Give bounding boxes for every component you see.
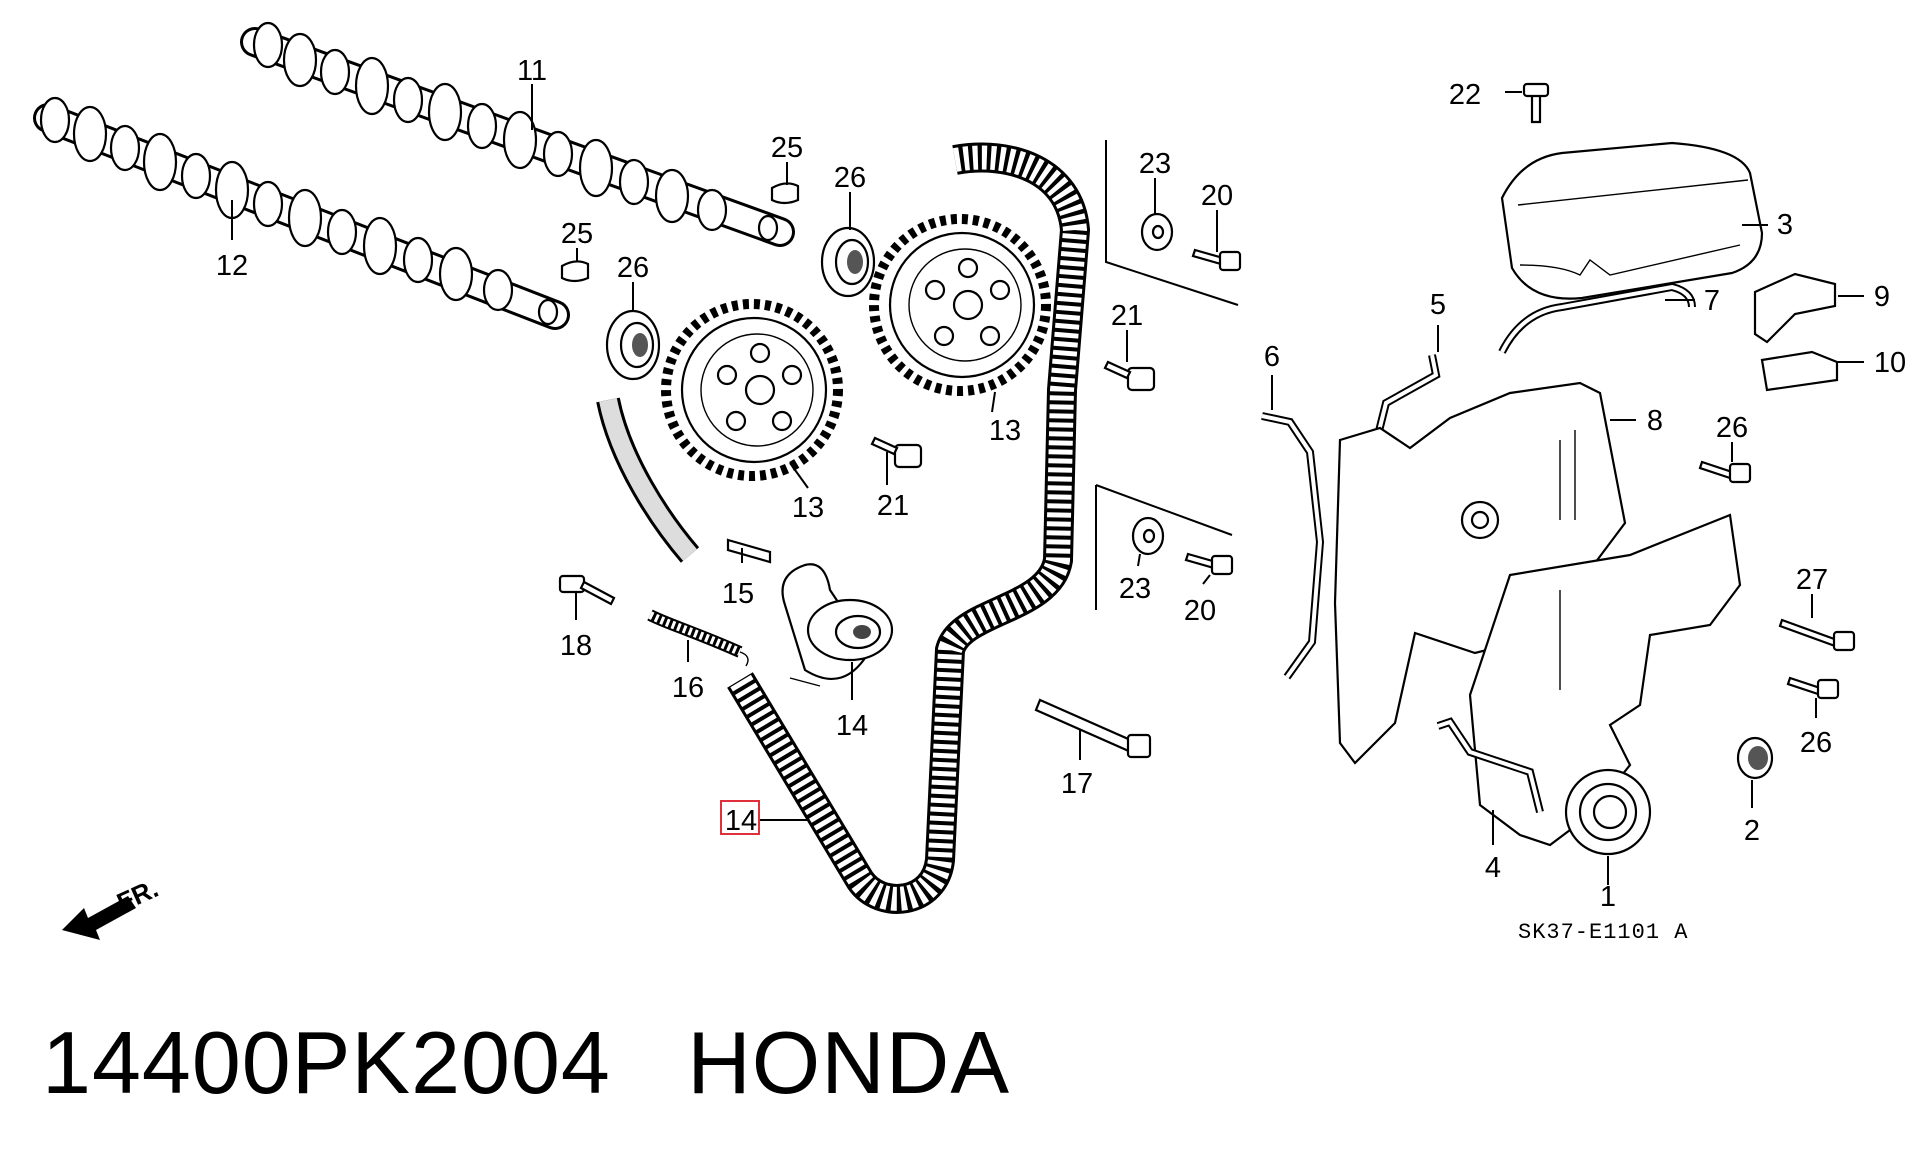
brand-name: HONDA <box>687 1013 1011 1112</box>
oil-seal-25-upper[interactable] <box>820 226 876 298</box>
upper-cover-3[interactable] <box>1500 141 1764 300</box>
callout-2[interactable]: 2 <box>1744 815 1760 847</box>
oil-seal-25-lower[interactable] <box>605 309 661 381</box>
woodruff-key-24-upper[interactable] <box>770 182 800 205</box>
seal-6[interactable] <box>1261 412 1325 680</box>
callout-6[interactable]: 6 <box>1264 341 1280 373</box>
callout-19[interactable]: 18 <box>560 630 592 662</box>
callout-27[interactable]: 27 <box>1796 564 1828 596</box>
callout-21-upper[interactable]: 21 <box>1111 300 1143 332</box>
seal-7[interactable] <box>1498 282 1696 354</box>
callout-26-lower[interactable]: 26 <box>1800 727 1832 759</box>
seal-4[interactable] <box>1436 717 1544 813</box>
bolt-21-upper[interactable] <box>1103 360 1156 392</box>
callout-4[interactable]: 4 <box>1485 852 1501 884</box>
bolt-21-lower[interactable] <box>870 436 923 469</box>
callout-24-upper[interactable]: 25 <box>771 132 803 164</box>
bolt-22[interactable] <box>1522 82 1550 124</box>
callout-1[interactable]: 1 <box>1600 881 1616 913</box>
callout-25-lower[interactable]: 26 <box>617 252 649 284</box>
grommet-2[interactable] <box>1736 736 1774 780</box>
bolt-26-lower[interactable] <box>1786 676 1840 700</box>
callout-labels: 11 12 25 25 26 26 23 20 21 13 13 21 15 1… <box>216 55 1906 945</box>
callout-13-upper[interactable]: 13 <box>989 415 1021 447</box>
camshaft-lower[interactable] <box>33 96 570 330</box>
callout-23-upper[interactable]: 23 <box>1139 148 1171 180</box>
bracket-lines <box>1095 140 1239 610</box>
callout-15[interactable]: 14 <box>836 710 868 742</box>
callout-10[interactable]: 10 <box>1874 347 1906 379</box>
timing-belt-14[interactable] <box>596 142 1091 914</box>
cam-pulley-13-lower[interactable] <box>661 299 843 481</box>
callout-5[interactable]: 5 <box>1430 289 1446 321</box>
callout-24-lower[interactable]: 25 <box>561 218 593 250</box>
callout-25-upper[interactable]: 26 <box>834 162 866 194</box>
callout-23-lower[interactable]: 23 <box>1119 573 1151 605</box>
bolt-18[interactable] <box>1034 698 1152 759</box>
callout-9[interactable]: 9 <box>1874 281 1890 313</box>
callout-17[interactable]: 16 <box>672 672 704 704</box>
bracket-10[interactable] <box>1760 350 1839 392</box>
diagram-code: SK37-E1101 A <box>1518 920 1688 945</box>
callout-14[interactable]: 14 <box>725 805 757 837</box>
highlight-box-part-14 <box>720 800 760 835</box>
callout-7[interactable]: 7 <box>1704 285 1720 317</box>
stud-16[interactable] <box>726 538 772 564</box>
bracket-9[interactable] <box>1753 272 1837 344</box>
front-direction-arrow: FR. <box>62 873 163 940</box>
callout-12[interactable]: 12 <box>216 250 248 282</box>
callout-20-lower[interactable]: 20 <box>1184 595 1216 627</box>
woodruff-key-24-lower[interactable] <box>560 260 590 283</box>
callout-13-lower[interactable]: 13 <box>792 492 824 524</box>
cam-pulley-13-upper[interactable] <box>869 214 1051 396</box>
bolt-20-upper[interactable] <box>1191 248 1242 272</box>
bolt-20-lower[interactable] <box>1184 552 1234 576</box>
bolt-26-upper[interactable] <box>1698 460 1752 484</box>
washer-23-lower[interactable] <box>1131 516 1165 556</box>
bolt-19[interactable] <box>558 574 616 606</box>
callout-20-upper[interactable]: 20 <box>1201 180 1233 212</box>
timing-belt-tensioner-15[interactable] <box>781 563 894 687</box>
washer-23-upper[interactable] <box>1140 212 1174 252</box>
leader-lines <box>231 84 1864 885</box>
callout-8[interactable]: 8 <box>1647 405 1663 437</box>
callout-21-lower[interactable]: 21 <box>877 490 909 522</box>
camshaft-upper[interactable] <box>240 21 795 247</box>
callout-22[interactable]: 22 <box>1449 79 1481 111</box>
callout-26-upper[interactable]: 26 <box>1716 412 1748 444</box>
lower-cover-1[interactable] <box>1468 513 1742 856</box>
callout-11[interactable]: 11 <box>517 55 547 87</box>
part-number: 14400PK2004 <box>42 1013 611 1112</box>
callout-16[interactable]: 15 <box>722 578 754 610</box>
callout-3[interactable]: 3 <box>1777 209 1793 241</box>
tensioner-spring-17[interactable] <box>647 609 749 667</box>
bolt-27[interactable] <box>1778 618 1856 652</box>
caption: 14400PK2004 HONDA <box>42 1012 1010 1114</box>
callout-18[interactable]: 17 <box>1061 768 1093 800</box>
